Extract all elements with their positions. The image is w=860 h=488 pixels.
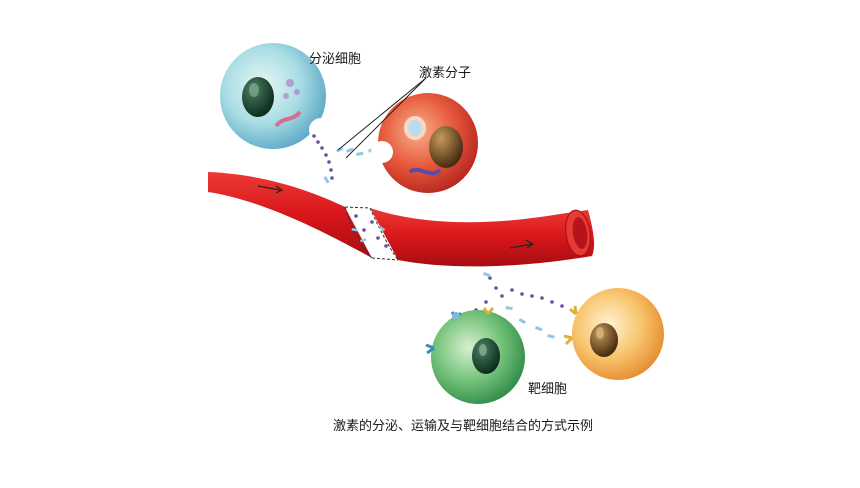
hormone-molecule-label: 激素分子 [419,66,472,81]
receptor-icon [482,307,495,315]
secretory-cell-label: 分泌细胞 [309,52,362,67]
receptor-icon [425,343,435,355]
orange-target-cell [563,288,664,380]
flow-arrow-right [509,243,533,249]
flow-arrow-left [257,185,281,191]
green-target-cell [425,307,525,404]
upper-target-cell [371,93,478,193]
hormones-in-vessel [351,214,388,248]
figure-caption: 激素的分泌、运输及与靶细胞结合的方式示例 [333,419,594,434]
target-cell-label: 靶细胞 [528,382,568,397]
receptor-icon [563,334,574,346]
blood-vessel [208,172,595,267]
secretory-cell [220,43,333,149]
receptor-icon [569,305,578,316]
hormone-leader-lines [337,77,427,159]
